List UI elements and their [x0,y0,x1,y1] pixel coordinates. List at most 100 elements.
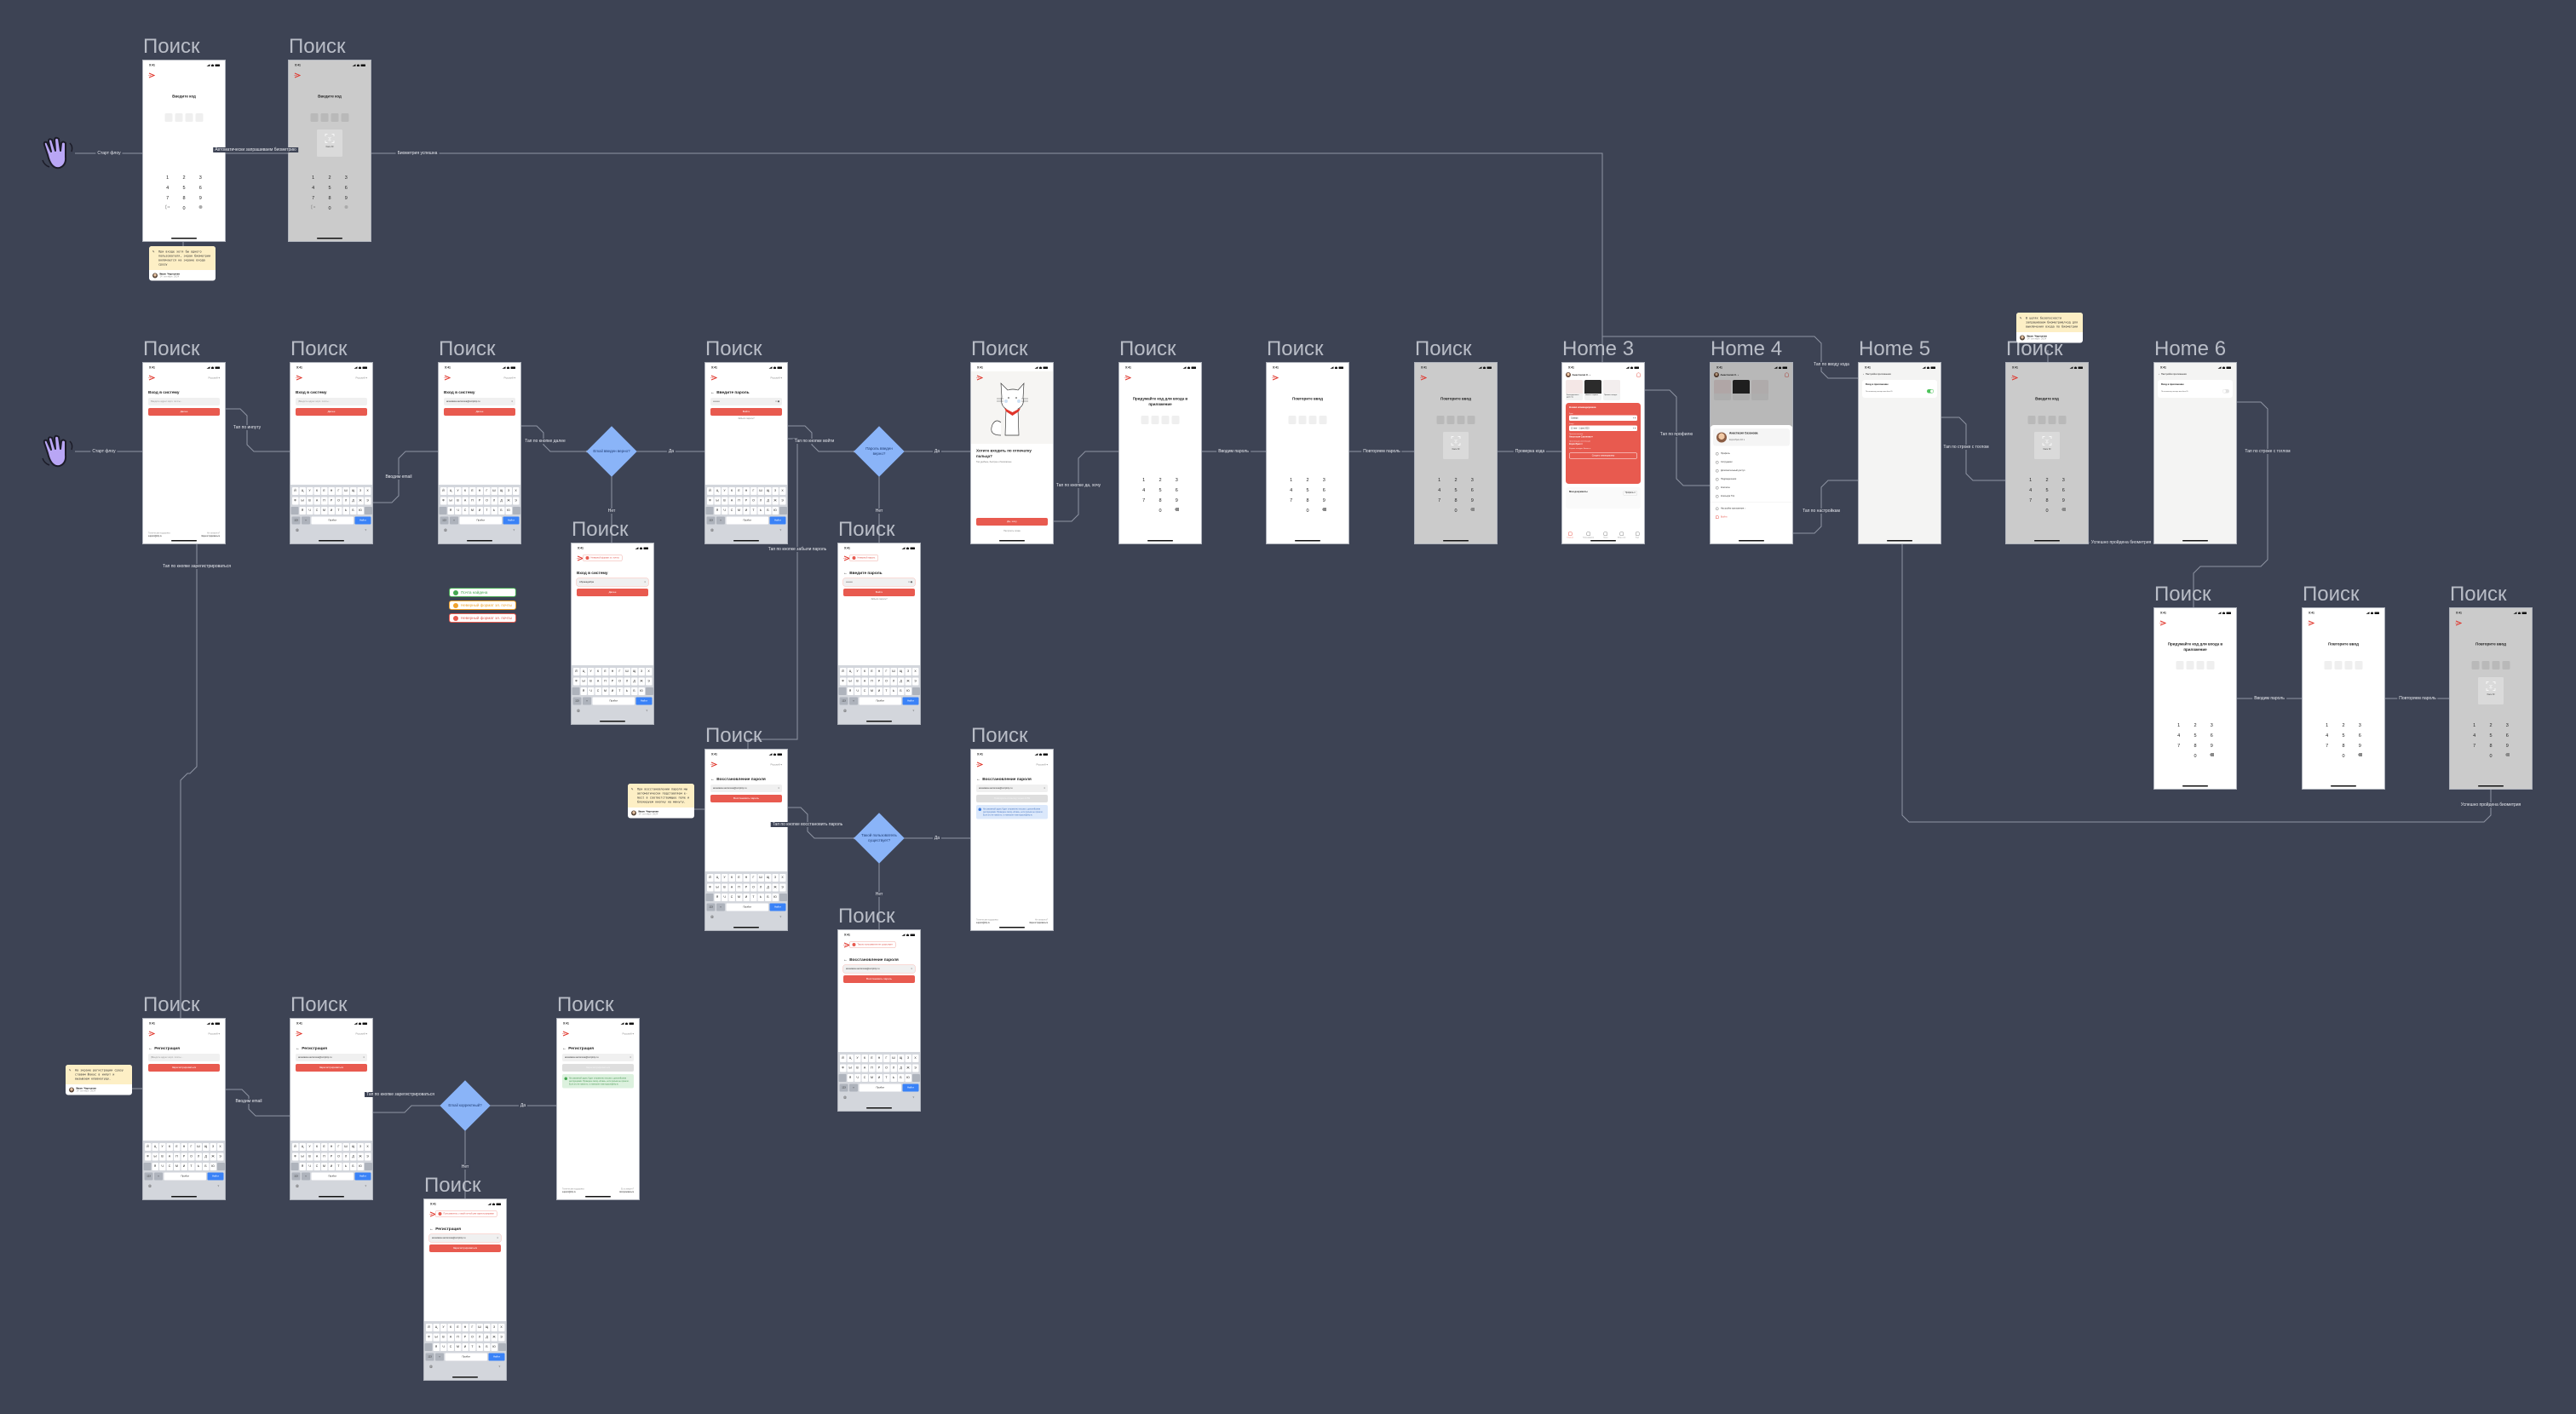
keypad-key[interactable]: 4 [312,185,315,191]
keypad-key[interactable]: 3 [1470,477,1474,483]
shift-key[interactable] [838,1074,847,1082]
keyboard-key[interactable]: П [735,883,743,892]
keyboard-key[interactable]: Н [181,1143,187,1151]
keyboard-key[interactable]: Г [469,1324,476,1331]
emoji-key[interactable]: ☺ [716,903,725,911]
back-arrow-icon[interactable]: ← [562,1046,566,1051]
keyboard-key[interactable]: Х [364,1143,371,1151]
keypad-key[interactable]: 3 [1322,477,1325,483]
keypad-left-action[interactable] [2022,507,2038,514]
keyboard-key[interactable]: Ц [580,668,587,675]
keyboard-key[interactable]: Ы [299,497,306,505]
keyboard-key[interactable]: К [728,874,735,882]
keyboard-key[interactable]: Ч [306,507,313,514]
keyboard-key[interactable]: Т [483,507,491,514]
clear-icon[interactable]: × [778,787,779,790]
keyboard-key[interactable]: Ю [638,687,645,695]
clear-icon[interactable]: × [1044,787,1045,790]
primary-button[interactable]: Далее [148,408,220,416]
keyboard-key[interactable]: Е [735,874,743,882]
keyboard-key[interactable]: Ц [299,487,306,495]
keypad-key[interactable]: 6 [2358,733,2361,739]
keypad-key[interactable]: 6 [1175,487,1178,493]
keyboard-key[interactable]: Ч [440,1343,447,1351]
keyboard-key[interactable]: Е [320,1143,328,1151]
keypad-key[interactable]: 1 [2177,722,2181,728]
keyboard-key[interactable]: Э [911,677,919,686]
keyboard-key[interactable]: В [454,497,462,505]
clear-icon[interactable]: × [644,581,646,583]
keypad-key[interactable]: 8 [182,195,186,201]
keyboard-key[interactable]: К [861,668,868,675]
keyboard-key[interactable]: Х [216,1143,224,1151]
clear-icon[interactable]: × [363,1056,365,1059]
keypad-key[interactable]: 9 [2210,743,2213,749]
numbers-key[interactable]: 123 [839,697,848,705]
keyboard-key[interactable]: В [306,497,313,505]
keyboard-key[interactable]: Д [897,677,905,686]
keyboard-key[interactable]: В [587,677,595,686]
search-key[interactable]: Найти [488,1353,505,1361]
shift-key[interactable] [572,687,580,695]
microphone-icon[interactable]: ♆ [497,1364,501,1369]
email-input[interactable]: anastasia.sazonova@corptrip.ru× [842,964,916,974]
keyboard-key[interactable]: С [861,1074,868,1082]
keypad-key[interactable]: 5 [2194,733,2197,739]
logout-icon[interactable] [311,204,316,210]
keypad-key[interactable]: 8 [328,195,331,201]
language-select[interactable]: Русский ▾ [355,1032,367,1036]
tab-1[interactable]: Командировки [1583,532,1594,538]
keypad-right-action[interactable] [2056,507,2072,514]
keyboard-key[interactable]: Ь [757,507,764,514]
keyboard-key[interactable]: К [861,1055,868,1062]
keyboard-key[interactable]: Ш [624,668,630,675]
keypad-key[interactable]: 0 [2045,508,2049,514]
backspace-key[interactable] [911,687,920,695]
keyboard-key[interactable]: Ф [440,497,447,505]
keyboard-key[interactable]: Ч [158,1163,166,1170]
primary-button[interactable]: Зарегистрироваться [429,1244,501,1252]
backspace-key[interactable] [512,507,520,514]
language-select[interactable]: Русский ▾ [355,376,367,380]
profile-button[interactable]: Анастасия С. › [1566,372,1590,377]
clear-icon[interactable]: × ▾ [1632,417,1636,420]
keyboard-key[interactable]: В [721,497,728,505]
shift-key[interactable] [705,894,714,901]
keyboard-key[interactable]: Е [469,487,476,495]
keyboard-key[interactable]: Й [706,487,714,495]
keyboard-key[interactable]: Р [328,497,335,505]
emoji-key[interactable]: ☺ [849,1083,858,1092]
keyboard-key[interactable]: П [173,1152,181,1161]
where-field[interactable]: Самара× ▾ [1569,415,1637,421]
keyboard-key[interactable]: О [883,677,890,686]
language-select[interactable]: Русский ▾ [208,376,220,380]
emoji-key[interactable]: ☺ [154,1172,163,1181]
keyboard-key[interactable]: Ю [505,507,512,514]
email-input[interactable]: anastasia.sazonova@corptrip.ru× [976,785,1048,792]
keyboard-key[interactable]: Х [512,487,520,495]
shift-key[interactable] [439,507,447,514]
keyboard-key[interactable]: П [469,497,476,505]
keypad-key[interactable]: 7 [2029,497,2033,503]
keyboard-key[interactable]: П [320,1152,328,1161]
menu-item[interactable]: Профиль [1711,450,1792,458]
keyboard-key[interactable]: О [335,1152,342,1161]
space-key[interactable]: Пробел [311,1172,354,1181]
keyboard-key[interactable]: Э [645,677,653,686]
backspace-key[interactable] [216,1163,225,1170]
keyboard-key[interactable]: Й [144,1143,152,1151]
keyboard-key[interactable]: Э [911,1064,919,1072]
keypad-key[interactable]: 4 [1290,487,1293,493]
keyboard-key[interactable]: У [158,1143,166,1151]
backspace-key[interactable] [645,687,653,695]
keyboard-key[interactable]: М [601,687,609,695]
menu-item-settings[interactable]: Настройки приложения › [1711,504,1792,513]
search-key[interactable]: Найти [635,697,653,705]
keyboard-key[interactable]: Г [883,1055,890,1062]
shift-key[interactable] [705,507,714,514]
emoji-key[interactable]: ☺ [302,516,310,525]
language-select[interactable]: Русский ▾ [770,763,782,767]
keyboard-key[interactable]: С [447,1343,454,1351]
keyboard-key[interactable]: Ы [847,677,854,686]
numbers-key[interactable]: 123 [440,516,449,525]
